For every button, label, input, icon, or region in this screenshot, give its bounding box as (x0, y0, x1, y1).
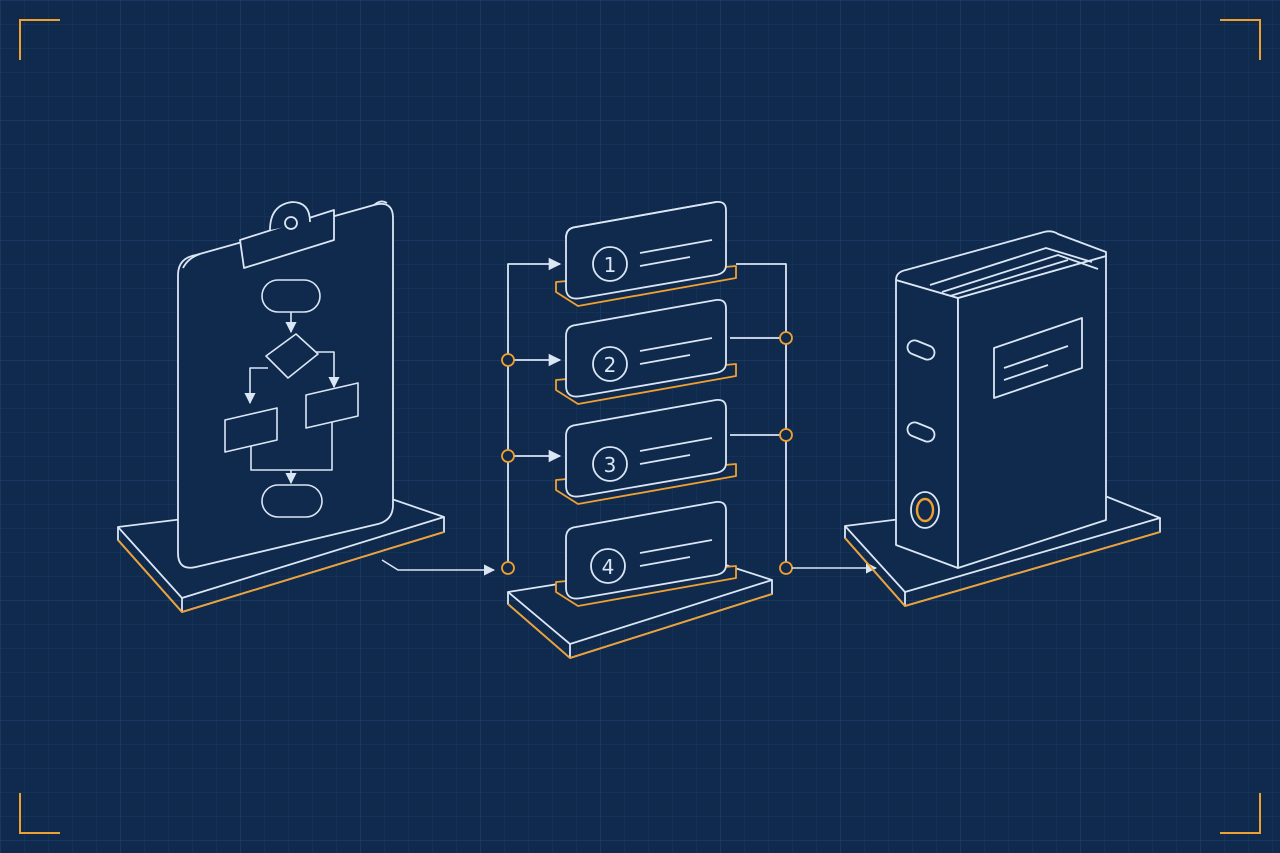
clipboard-flowchart-icon (117, 200, 445, 613)
junction-node-left-2 (501, 353, 515, 367)
junction-node-right-4 (779, 561, 793, 575)
junction-node-right-2 (779, 331, 793, 345)
binder-folder-icon (844, 230, 1161, 607)
flowchart-end-node (261, 484, 323, 518)
right-bus-line (736, 263, 787, 568)
clipboard-clip (239, 201, 335, 269)
corner-mark-bottom-right (1220, 793, 1261, 834)
corner-mark-top-left (19, 19, 60, 60)
junction-node-right-3 (779, 428, 793, 442)
binder-body (895, 230, 1107, 569)
left-bus-line (507, 257, 562, 568)
numbered-steps-stack-icon (501, 201, 793, 659)
flowchart-process-node-right (305, 382, 359, 429)
step-card-3 (555, 399, 737, 505)
flowchart-process-node-left (224, 407, 278, 453)
binder-finger-hole (910, 491, 940, 529)
connector-source-to-steps (381, 559, 496, 576)
step-card-2 (555, 299, 737, 405)
binder-label-plate (993, 317, 1083, 399)
step-card-1 (555, 201, 737, 307)
clipboard-board (177, 200, 394, 569)
binder-ring-slot-middle (906, 421, 936, 443)
step-number-1: 1 (604, 253, 617, 277)
step-number-3: 3 (604, 453, 617, 477)
step-number-4: 4 (602, 555, 615, 579)
junction-node-left-4 (501, 561, 515, 575)
step-number-circle (592, 246, 628, 282)
corner-mark-top-right (1220, 19, 1261, 60)
flowchart-decision-node (265, 333, 319, 379)
step-number-circle (592, 346, 628, 382)
corner-mark-bottom-left (19, 793, 60, 834)
step-number-circle (592, 446, 628, 482)
binder-ring-slot-top (906, 339, 936, 361)
step-card-4 (555, 501, 737, 607)
corner-marks (19, 19, 1261, 834)
junction-node-left-3 (501, 449, 515, 463)
junction-nodes (501, 331, 793, 575)
flowchart (224, 279, 359, 518)
step-number-labels: 1 2 3 4 (602, 253, 617, 579)
step-number-2: 2 (604, 353, 617, 377)
step-number-circle (590, 548, 626, 584)
